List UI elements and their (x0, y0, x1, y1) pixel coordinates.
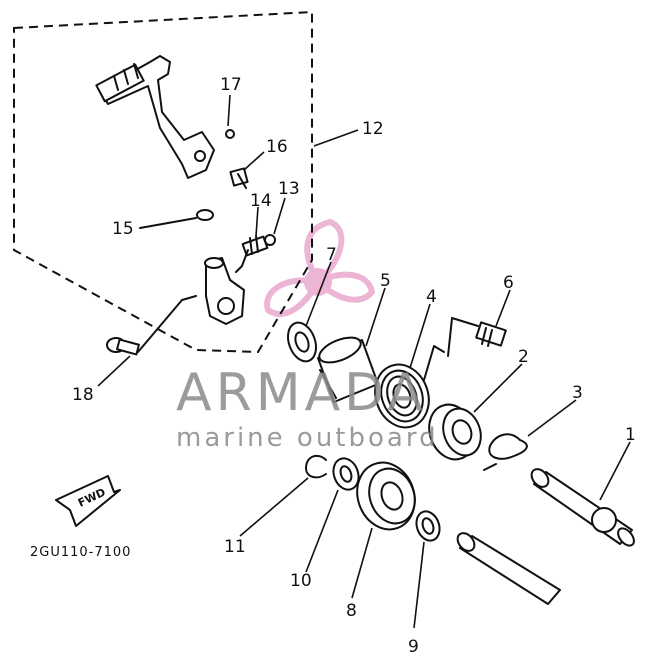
part-number-label: 5 (380, 271, 391, 291)
part-number-label: 2 (518, 347, 529, 367)
part-number-label: 4 (426, 287, 437, 307)
guide-part-5 (317, 336, 379, 403)
washer-part-9 (415, 510, 441, 542)
part-number-label: 16 (266, 137, 288, 157)
spring-part-4 (374, 345, 445, 429)
part-number-label: 9 (408, 637, 419, 657)
part-number-label: 7 (326, 245, 337, 265)
bolt-part-18 (106, 337, 140, 356)
part-number-label: 15 (112, 219, 134, 239)
ratchet-part-2 (428, 403, 482, 461)
drawing-code: 2GU110-7100 (30, 545, 131, 560)
boss-part-12 (204, 257, 245, 325)
pin-part-15 (196, 209, 214, 221)
part-number-label: 11 (224, 537, 246, 557)
clip-part-3 (483, 433, 528, 471)
forward-arrow-icon: FWD (55, 475, 121, 527)
leader-lines (97, 94, 631, 629)
part-number-label: 18 (72, 385, 94, 405)
part-number-label: 14 (250, 191, 272, 211)
part-number-label: 10 (290, 571, 312, 591)
part-number-labels: 1 2 3 4 5 6 7 8 9 10 11 12 13 14 15 16 1… (72, 75, 636, 657)
ball-part-13 (264, 234, 276, 246)
sub-assembly-dashed-outline (13, 10, 313, 354)
part-number-label: 1 (625, 425, 636, 445)
part-number-label: 8 (346, 601, 357, 621)
part-number-label: 13 (278, 179, 300, 199)
kick-lever (95, 55, 235, 179)
circlip-part-11 (305, 454, 327, 479)
part-number-label: 6 (503, 273, 514, 293)
watermark-brand: ARMADA (176, 363, 427, 423)
gear-part-8 (356, 461, 416, 531)
gear-shaft (456, 532, 561, 605)
washer-part-10 (332, 457, 360, 491)
plug-part-6 (475, 321, 507, 347)
shaft-part-1 (530, 468, 635, 547)
part-number-label: 12 (362, 119, 384, 139)
bolt-part-16 (229, 167, 249, 189)
part-number-label: 3 (572, 383, 583, 403)
watermark-propeller-logo (264, 218, 376, 317)
collar-part-7 (286, 321, 318, 363)
part-number-label: 17 (220, 75, 242, 95)
watermark-tagline: marine outboard (176, 423, 439, 453)
